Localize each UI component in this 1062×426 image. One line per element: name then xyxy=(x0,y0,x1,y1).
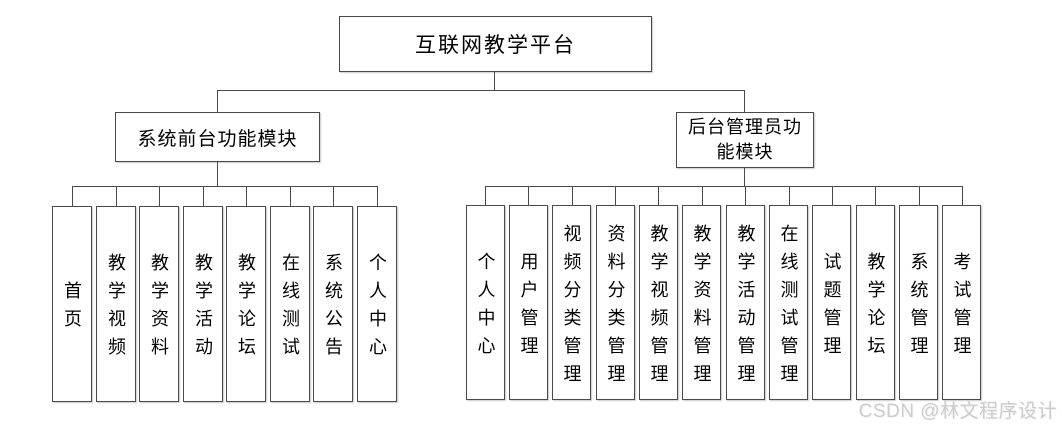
leaf-node-label: 教学视频管理 xyxy=(648,223,669,392)
connector-leaf-stub xyxy=(72,186,73,206)
connector-leaf-stub xyxy=(745,186,746,205)
leaf-node-label: 资料分类管理 xyxy=(605,223,626,392)
leaf-node: 教学论坛 xyxy=(856,205,895,400)
connector-leaf-stub xyxy=(832,186,833,205)
connector-leaf-stub xyxy=(116,186,117,206)
leaf-node-label: 教学视频 xyxy=(106,253,126,365)
leaf-node-label: 个人中心 xyxy=(367,253,387,365)
leaf-node-label: 试题管理 xyxy=(821,251,842,364)
leaf-node: 教学论坛 xyxy=(226,206,266,402)
connector-leaf-stub xyxy=(203,186,204,206)
leaf-node-label: 系统管理 xyxy=(908,251,929,364)
leaf-node-label: 教学活动 xyxy=(193,253,213,365)
connector-leaf-stub xyxy=(246,186,247,206)
leaf-node: 个人中心 xyxy=(466,205,505,400)
connector-right-branch-stub xyxy=(744,90,745,112)
leaf-node: 在线测试 xyxy=(270,206,310,402)
connector-left-branch-stub xyxy=(217,90,218,112)
connector-leaf-stub xyxy=(333,186,334,206)
leaf-node: 教学活动 xyxy=(183,206,223,402)
leaf-node-label: 教学活动管理 xyxy=(735,223,756,392)
leaf-node-label: 系统公告 xyxy=(323,253,343,365)
connector-leaf-stub xyxy=(528,186,529,205)
leaf-node: 系统公告 xyxy=(313,206,353,402)
connector-leaf-stub xyxy=(658,186,659,205)
leaf-node-label: 用户管理 xyxy=(518,251,539,364)
branch-node-label: 后台管理员功能模块 xyxy=(688,117,802,162)
leaf-node: 教学活动管理 xyxy=(726,205,765,400)
leaf-node: 试题管理 xyxy=(812,205,851,400)
connector-leaf-stub xyxy=(290,186,291,206)
leaf-node: 资料分类管理 xyxy=(596,205,635,400)
watermark: CSDN @林文程序设计 xyxy=(858,401,1057,422)
leaf-node-label: 教学资料管理 xyxy=(691,223,712,392)
connector-branch-to-bus xyxy=(217,162,218,186)
connector-root-stub xyxy=(494,72,495,90)
leaf-node-label: 考试管理 xyxy=(951,251,972,364)
leaf-node-label: 视频分类管理 xyxy=(561,223,582,392)
leaf-node-label: 教学资料 xyxy=(149,253,169,365)
connector-leaf-stub xyxy=(919,186,920,205)
leaf-node: 系统管理 xyxy=(899,205,938,400)
connector-level2-bus xyxy=(217,90,745,91)
connector-branch-to-bus xyxy=(744,168,745,186)
leaf-node-label: 在线测试 xyxy=(280,253,300,365)
leaf-node: 用户管理 xyxy=(509,205,548,400)
connector-leaf-stub xyxy=(159,186,160,206)
connector-leaf-stub xyxy=(962,186,963,205)
connector-leaf-stub xyxy=(572,186,573,205)
connector-leaf-stub xyxy=(377,186,378,206)
branch-node-frontend-module: 系统前台功能模块 xyxy=(115,112,320,162)
branch-node-label: 系统前台功能模块 xyxy=(137,128,298,150)
root-node-label: 互联网教学平台 xyxy=(415,33,576,57)
leaf-node: 教学视频管理 xyxy=(639,205,678,400)
connector-leaf-bus xyxy=(72,186,377,187)
leaf-node-label: 教学论坛 xyxy=(865,251,886,364)
connector-leaf-stub xyxy=(789,186,790,205)
root-node-internet-teaching-platform: 互联网教学平台 xyxy=(339,16,652,72)
leaf-node: 教学资料 xyxy=(139,206,179,402)
branch-node-admin-module: 后台管理员功能模块 xyxy=(676,112,814,168)
connector-leaf-stub xyxy=(875,186,876,205)
leaf-node: 考试管理 xyxy=(942,205,981,400)
leaf-node: 教学视频 xyxy=(96,206,136,402)
connector-leaf-stub xyxy=(485,186,486,205)
connector-leaf-stub xyxy=(702,186,703,205)
leaf-node: 教学资料管理 xyxy=(682,205,721,400)
leaf-node: 个人中心 xyxy=(357,206,397,402)
leaf-node: 首页 xyxy=(52,206,92,402)
leaf-node: 在线测试管理 xyxy=(769,205,808,400)
leaf-node-label: 教学论坛 xyxy=(236,253,256,365)
connector-leaf-bus xyxy=(485,186,962,187)
leaf-node-label: 在线测试管理 xyxy=(778,223,799,392)
leaf-node: 视频分类管理 xyxy=(552,205,591,400)
leaf-node-label: 个人中心 xyxy=(475,251,496,364)
connector-leaf-stub xyxy=(615,186,616,205)
leaf-node-label: 首页 xyxy=(62,281,82,337)
